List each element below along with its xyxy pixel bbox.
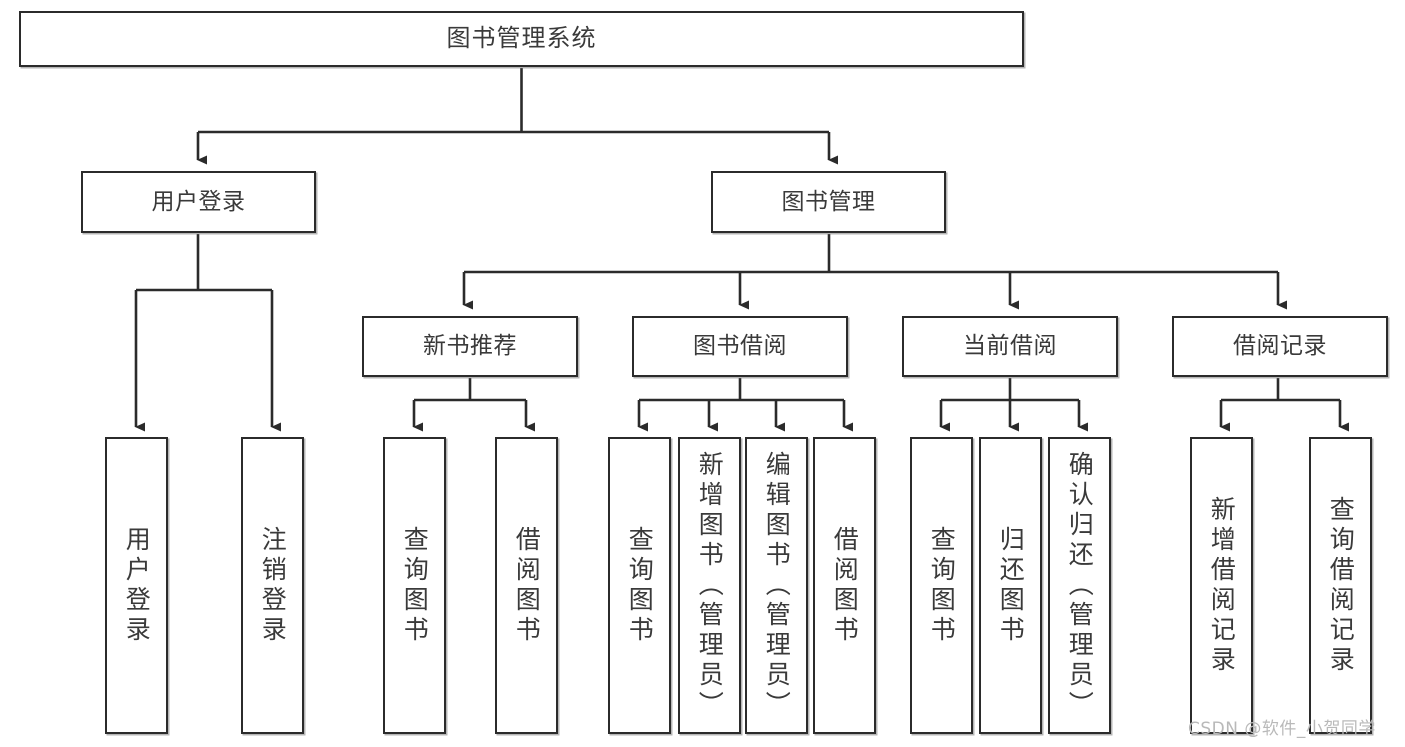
node-leaf-query-record-label: 查询借阅记录 — [1326, 495, 1356, 676]
node-leaf-borrow-book-2-label: 借阅图书 — [830, 525, 860, 646]
node-leaf-query-book-1-label: 查询图书 — [400, 525, 430, 646]
node-leaf-query-book-2[interactable]: 查询图书 — [608, 437, 671, 734]
node-borrow-record[interactable]: 借阅记录 — [1172, 316, 1388, 377]
node-leaf-query-book-2-label: 查询图书 — [625, 525, 655, 646]
node-leaf-borrow-book-1-label: 借阅图书 — [512, 525, 542, 646]
csdn-watermark: CSDN @软件_小贺同学 — [1188, 719, 1376, 739]
node-book-manage[interactable]: 图书管理 — [711, 171, 946, 233]
node-leaf-add-record[interactable]: 新增借阅记录 — [1190, 437, 1253, 734]
node-new-book-recommend[interactable]: 新书推荐 — [362, 316, 578, 377]
node-book-borrow-label: 图书借阅 — [693, 333, 787, 360]
node-leaf-borrow-book-2[interactable]: 借阅图书 — [813, 437, 876, 734]
node-leaf-query-book-3[interactable]: 查询图书 — [910, 437, 973, 734]
node-leaf-add-record-label: 新增借阅记录 — [1207, 495, 1237, 676]
node-leaf-logout-label: 注销登录 — [258, 525, 288, 646]
node-leaf-user-login[interactable]: 用户登录 — [105, 437, 168, 734]
node-leaf-query-record[interactable]: 查询借阅记录 — [1309, 437, 1372, 734]
node-leaf-edit-book[interactable]: 编辑图书（管理员） — [745, 437, 808, 734]
node-leaf-edit-book-label: 编辑图书（管理员） — [762, 450, 792, 721]
node-new-book-recommend-label: 新书推荐 — [423, 333, 517, 360]
node-current-borrow-label: 当前借阅 — [963, 333, 1057, 360]
node-user-login-label: 用户登录 — [151, 188, 246, 215]
node-leaf-query-book-1[interactable]: 查询图书 — [383, 437, 446, 734]
node-leaf-return-book[interactable]: 归还图书 — [979, 437, 1042, 734]
node-book-manage-label: 图书管理 — [781, 188, 876, 215]
node-leaf-borrow-book-1[interactable]: 借阅图书 — [495, 437, 558, 734]
node-leaf-return-book-label: 归还图书 — [996, 525, 1026, 646]
node-leaf-user-login-label: 用户登录 — [122, 525, 152, 646]
node-leaf-confirm-return-label: 确认归还（管理员） — [1065, 450, 1095, 721]
node-book-borrow[interactable]: 图书借阅 — [632, 316, 848, 377]
node-leaf-add-book-label: 新增图书（管理员） — [695, 450, 725, 721]
node-root[interactable]: 图书管理系统 — [19, 11, 1024, 67]
node-leaf-logout[interactable]: 注销登录 — [241, 437, 304, 734]
node-borrow-record-label: 借阅记录 — [1233, 333, 1327, 360]
node-current-borrow[interactable]: 当前借阅 — [902, 316, 1118, 377]
node-leaf-query-book-3-label: 查询图书 — [927, 525, 957, 646]
node-leaf-confirm-return[interactable]: 确认归还（管理员） — [1048, 437, 1111, 734]
node-user-login[interactable]: 用户登录 — [81, 171, 316, 233]
node-root-label: 图书管理系统 — [446, 24, 597, 53]
node-leaf-add-book[interactable]: 新增图书（管理员） — [678, 437, 741, 734]
